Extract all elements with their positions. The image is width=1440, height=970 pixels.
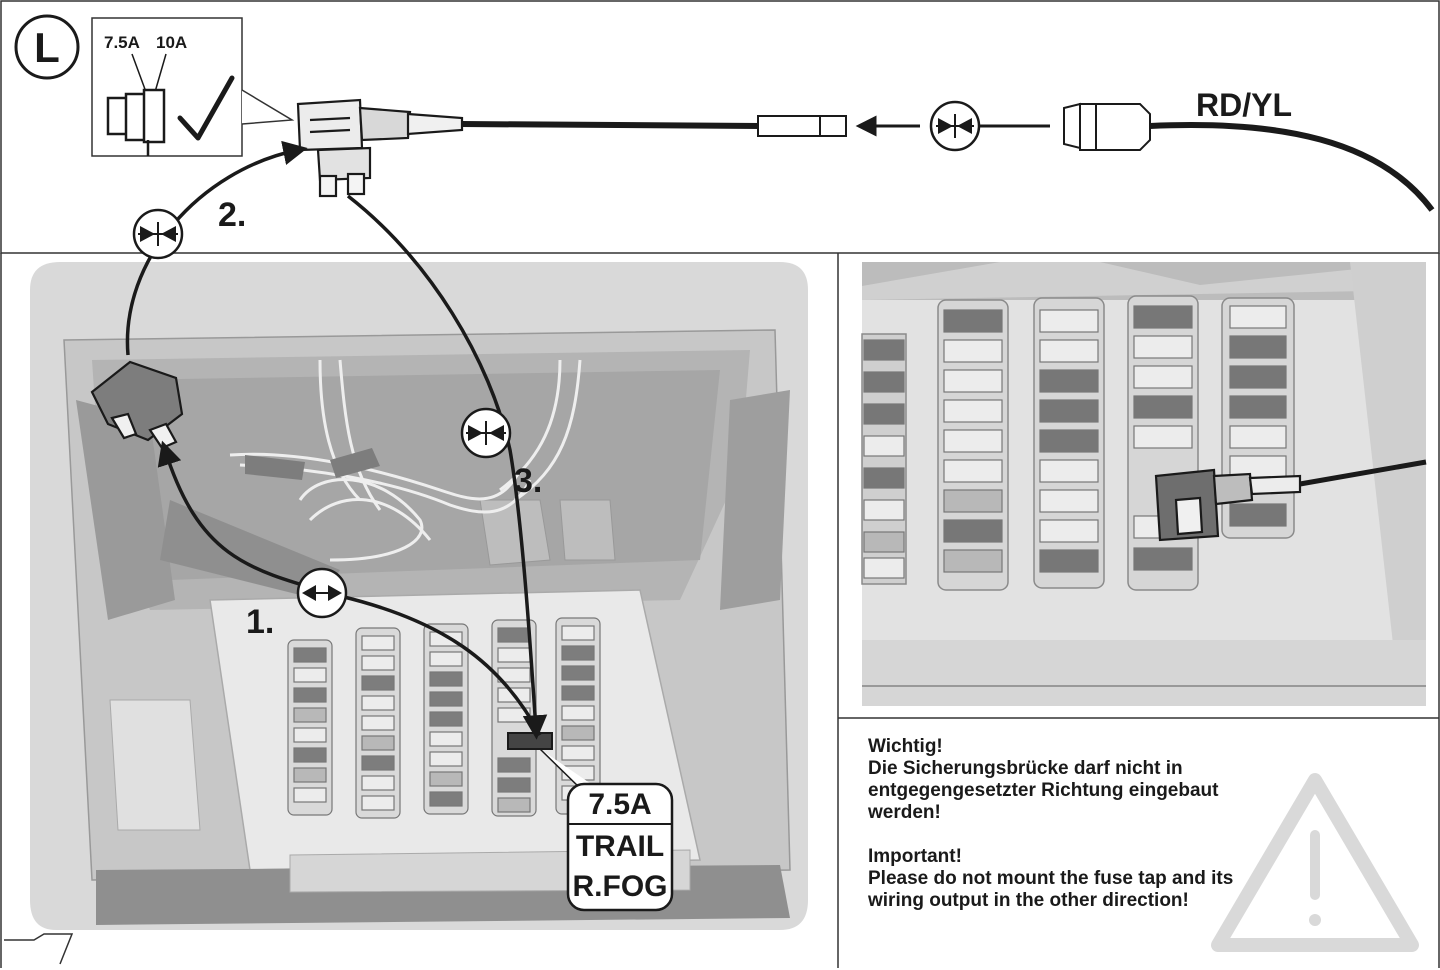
- note-en-line: Please do not mount the fuse tap and its: [868, 868, 1234, 889]
- insert-arrow-icon: [132, 208, 184, 260]
- wire-color-label: RD/YL: [1196, 87, 1292, 123]
- fuse-tap-adapter: [296, 98, 464, 198]
- note-de-heading: Wichtig!: [868, 736, 943, 757]
- note-de-line: Die Sicherungsbrücke darf nicht in: [868, 758, 1183, 779]
- connect-icon: [929, 100, 981, 152]
- step1-curve: [339, 594, 542, 736]
- note-de-line: entgegengesetzter Richtung eingebaut: [868, 780, 1219, 801]
- insert-arrow-icon: [460, 407, 512, 459]
- wire-plug-male: [757, 115, 847, 137]
- fuse-selection-inset: 7.5A 10A: [91, 17, 295, 157]
- installation-notes: Wichtig! Die Sicherungsbrücke darf nicht…: [868, 736, 1408, 912]
- svg-text:L: L: [34, 24, 60, 71]
- step-1-label: 1.: [246, 603, 274, 641]
- wire-segment-adapter: [461, 121, 761, 129]
- installed-fuse-tap: [1154, 459, 1427, 542]
- step-2-label: 2.: [218, 196, 246, 234]
- note-en-heading: Important!: [868, 846, 962, 867]
- checkmark-icon: [177, 75, 235, 141]
- warning-triangle-icon: [1211, 773, 1419, 952]
- callout-function-2: R.FOG: [573, 870, 668, 903]
- page-corner: [4, 933, 74, 965]
- step3-insert-arrow: [346, 194, 548, 740]
- remove-fuse-icon: [296, 567, 348, 619]
- fuse-callout: 7.5A TRAIL R.FOG: [539, 748, 674, 912]
- fusebox-illustration: [30, 262, 808, 930]
- note-de-line: werden!: [868, 802, 941, 823]
- fuse-label-small: 7.5A: [104, 33, 140, 52]
- target-fuse-slot: [507, 732, 553, 750]
- step-3-label: 3.: [514, 462, 542, 500]
- fuse-rows-left: [287, 617, 601, 819]
- note-en-line: wiring output in the other direction!: [868, 890, 1189, 911]
- callout-function-1: TRAIL: [576, 830, 664, 863]
- fusebox-detail: [861, 262, 1427, 706]
- wire-plug-female: [1063, 102, 1151, 151]
- wire-rd-yl: [1149, 121, 1435, 212]
- callout-rating: 7.5A: [588, 788, 651, 821]
- fuse-label-large: 10A: [156, 33, 187, 52]
- fuse-tap-small-icon: [106, 88, 166, 156]
- step-marker: L: [14, 14, 80, 80]
